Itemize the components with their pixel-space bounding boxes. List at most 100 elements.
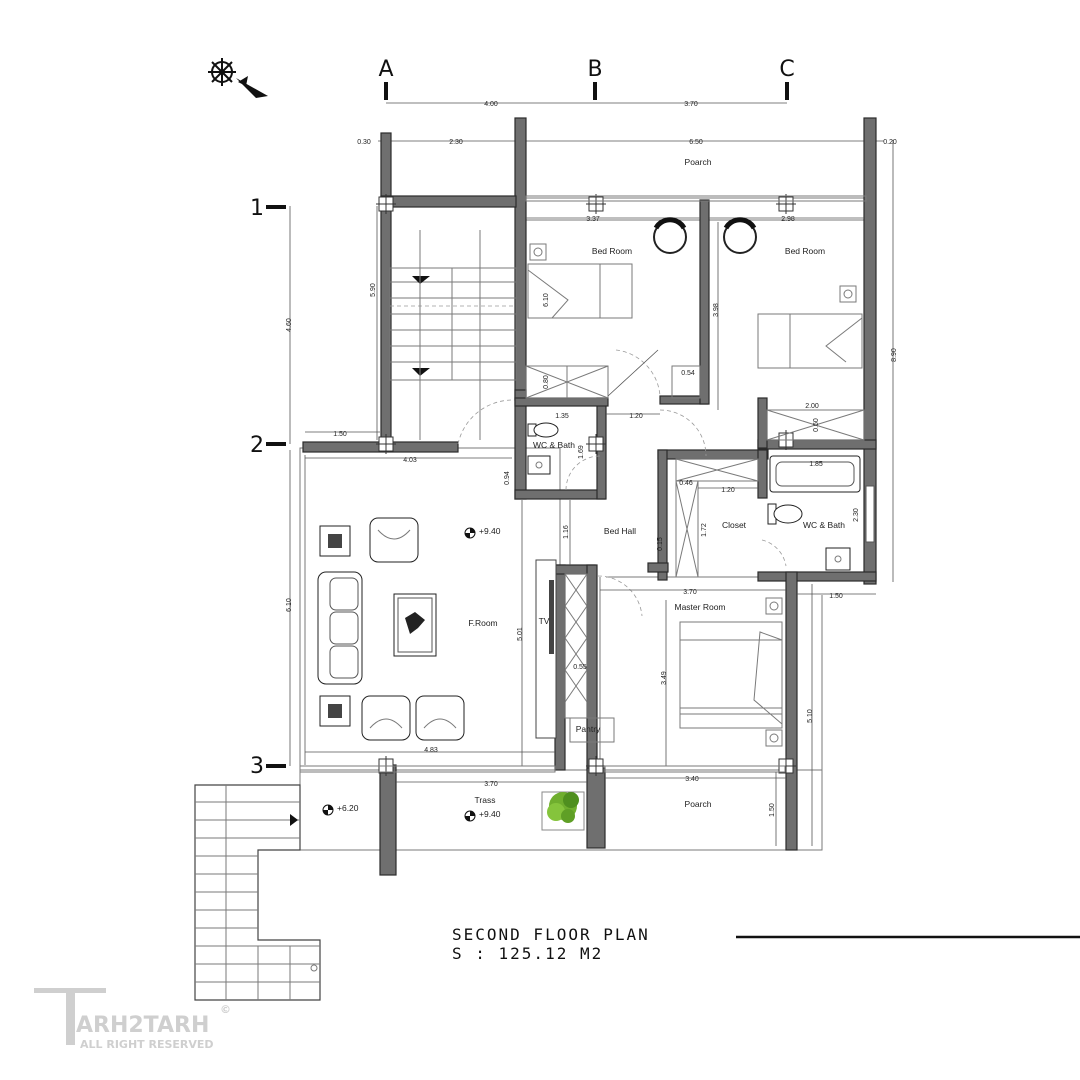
bed-icon (679, 621, 783, 729)
wc-right: 1.85 WC & Bath 2.30 (761, 455, 875, 571)
room-label-froom: F.Room (468, 618, 497, 628)
room-label-bedroom-left: Bed Room (592, 246, 632, 256)
family-room: 4.03 1.50 +9.40 F.Room 4.83 5.01 (305, 431, 557, 766)
dim-label: 2.00 (805, 403, 819, 410)
walls (302, 117, 877, 876)
room-label-bedroom-right: Bed Room (785, 246, 825, 256)
dim-label: 3.49 (661, 671, 668, 685)
top-dimensions: 0.30 2.30 6.50 0.20 8.90 (357, 139, 898, 582)
bed-icon (527, 263, 633, 319)
chair-icon (723, 217, 757, 254)
north-arrow-icon (208, 58, 268, 98)
dim-label: 6.10 (543, 293, 550, 307)
dim-label: 1.72 (701, 523, 708, 537)
dim-label: 1.50 (769, 803, 776, 817)
dim-label: 0.15 (657, 537, 664, 551)
level-marker-icon (464, 810, 476, 822)
room-label-trass: Trass (475, 795, 496, 805)
sink-icon (527, 455, 551, 475)
terrace: 3.70 Trass +9.40 +6.20 (322, 781, 587, 831)
sink-icon (825, 547, 851, 571)
dim-label: 1.85 (809, 461, 823, 468)
closet: 0.46 1.20 1.72 Closet 0.15 (657, 458, 759, 578)
bedroom-left: 3.37 Bed Room 6.10 0.80 0.54 (525, 216, 701, 399)
dim-label: 1.69 (578, 445, 585, 459)
dim-label: 0.20 (883, 139, 897, 146)
dim-label: 2.30 (449, 139, 463, 146)
dim-label: 3.40 (685, 776, 699, 783)
master-room: 3.70 Master Room 3.49 5.10 1.50 (600, 584, 876, 846)
armchair-icon (415, 695, 465, 741)
wc-left: 1.35 1.20 WC & Bath 1.69 0.94 (504, 413, 660, 491)
dim-label: 1.16 (563, 525, 570, 539)
room-label-master-room: Master Room (674, 602, 725, 612)
room-label-poarch-bottom: Poarch (685, 799, 712, 809)
dim-label: 0.94 (504, 471, 511, 485)
dim-label: 4.03 (403, 457, 417, 464)
level-label-trass: +9.40 (479, 809, 501, 819)
axis-label-3: 3 (250, 754, 264, 779)
dim-label: 5.10 (807, 709, 814, 723)
level-marker-icon (464, 527, 476, 539)
axis-label-a: A (378, 57, 393, 82)
level-marker-icon (322, 804, 334, 816)
dim-label: 1.20 (721, 487, 735, 494)
dim-label: 0.60 (813, 418, 820, 432)
dim-label: 0.54 (681, 370, 695, 377)
dim-label: 0.30 (357, 139, 371, 146)
room-label-wc-left: WC & Bath (533, 440, 575, 450)
watermark-logo: ARH2TARH © ALL RIGHT RESERVED (34, 988, 231, 1051)
axis-label-c: C (779, 57, 794, 82)
title-line1: SECOND FLOOR PLAN (452, 925, 650, 944)
column-markers (376, 194, 796, 776)
dim-label: 1.50 (333, 431, 347, 438)
bedroom-right: 2.98 Bed Room 3.98 2.00 0.60 (709, 216, 865, 441)
dim-label: 3.70 (684, 101, 698, 108)
tv-label: TV (539, 616, 550, 626)
dim-label: 4.60 (286, 318, 293, 332)
room-label-bed-hall: Bed Hall (604, 526, 636, 536)
internal-staircase (389, 230, 517, 440)
watermark-brand: ARH2TARH (76, 1013, 209, 1038)
axis-label-b: B (587, 57, 602, 82)
dim-label: 3.98 (713, 303, 720, 317)
bed-icon (757, 313, 863, 369)
dim-label: 2.98 (781, 216, 795, 223)
dim-label: 3.70 (683, 589, 697, 596)
dim-label: 0.55 (573, 664, 587, 671)
railings (299, 195, 867, 773)
toilet-icon (527, 422, 559, 438)
dim-label: 8.90 (891, 348, 898, 362)
axis-label-1: 1 (250, 196, 264, 221)
dim-label: 3.70 (484, 781, 498, 788)
plant-icon (541, 791, 585, 831)
armchair-icon (369, 517, 419, 563)
level-label-froom: +9.40 (479, 526, 501, 536)
dim-label: 1.20 (629, 413, 643, 420)
dim-label: 1.35 (555, 413, 569, 420)
external-staircase (194, 784, 321, 1001)
dim-label: 0.80 (543, 375, 550, 389)
axis-columns: A B C 4.00 3.70 (378, 57, 794, 108)
watermark-copyright: © (220, 1003, 231, 1016)
axis-label-2: 2 (250, 433, 264, 458)
room-label-closet: Closet (722, 520, 747, 530)
dim-label: 1.50 (829, 593, 843, 600)
dim-label: 4.00 (484, 101, 498, 108)
room-label-pantry: Pantry (576, 724, 601, 734)
dim-label: 4.83 (424, 747, 438, 754)
toilet-icon (767, 503, 803, 525)
dim-label: 5.90 (370, 283, 377, 297)
dim-label: 0.46 (679, 480, 693, 487)
dim-label: 3.37 (586, 216, 600, 223)
room-label-wc-right: WC & Bath (803, 520, 845, 530)
chair-icon (653, 217, 687, 254)
dim-label: 6.50 (689, 139, 703, 146)
watermark-rights: ALL RIGHT RESERVED (80, 1038, 214, 1051)
plan-title: SECOND FLOOR PLAN S : 125.12 M2 (452, 925, 1080, 963)
dim-label: 2.30 (853, 508, 860, 522)
pantry: 0.55 Pantry (564, 573, 643, 743)
room-label-poarch-top: Poarch (685, 157, 712, 167)
title-line2: S : 125.12 M2 (452, 944, 603, 963)
